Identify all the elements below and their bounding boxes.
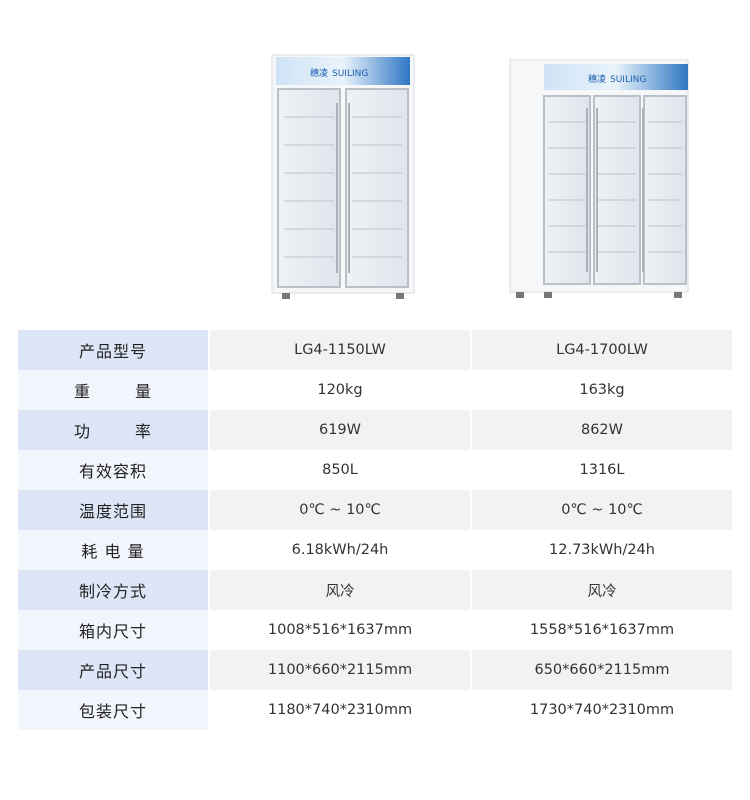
cell-value: 850L [210, 450, 470, 490]
table-row: 耗 电 量 6.18kWh/24h 12.73kWh/24h [18, 530, 732, 570]
row-label: 包装尺寸 [18, 690, 208, 730]
row-label-char: 重 [73, 382, 91, 401]
table-row: 箱内尺寸 1008*516*1637mm 1558*516*1637mm [18, 610, 732, 650]
product-image-lg4-1150lw: 穗凌 SUILING [270, 53, 416, 303]
cell-value: 1316L [472, 450, 732, 490]
cell-value: 650*660*2115mm [472, 650, 732, 690]
table-row: 制冷方式 风冷 风冷 [18, 570, 732, 610]
cell-value: 0℃ ~ 10℃ [210, 490, 470, 530]
cell-value: 619W [210, 410, 470, 450]
cell-value: LG4-1700LW [472, 330, 732, 370]
row-label: 功率 [18, 410, 208, 450]
cell-value: 风冷 [210, 570, 470, 610]
cell-value: 862W [472, 410, 732, 450]
table-row: 重量 120kg 163kg [18, 370, 732, 410]
row-label-char: 率 [135, 422, 153, 441]
product-image-lg4-1700lw: 穗凌 SUILING [508, 58, 690, 302]
row-label-char: 量 [135, 382, 153, 401]
row-label: 温度范围 [18, 490, 208, 530]
cell-value: 6.18kWh/24h [210, 530, 470, 570]
brand-cn: 穗凌 [588, 73, 606, 85]
brand-cn: 穗凌 [310, 67, 328, 79]
row-label: 箱内尺寸 [18, 610, 208, 650]
brand-logo: SUILING [610, 75, 646, 85]
cell-value: 1730*740*2310mm [472, 690, 732, 730]
cell-value: 风冷 [472, 570, 732, 610]
cell-value: 0℃ ~ 10℃ [472, 490, 732, 530]
cell-value: 12.73kWh/24h [472, 530, 732, 570]
cell-value: LG4-1150LW [210, 330, 470, 370]
cell-value: 1008*516*1637mm [210, 610, 470, 650]
row-label-char: 功 [73, 422, 91, 441]
cell-value: 1180*740*2310mm [210, 690, 470, 730]
table-row: 功率 619W 862W [18, 410, 732, 450]
cell-value: 120kg [210, 370, 470, 410]
cell-value: 163kg [472, 370, 732, 410]
row-label: 重量 [18, 370, 208, 410]
row-label: 产品尺寸 [18, 650, 208, 690]
table-row: 产品型号 LG4-1150LW LG4-1700LW [18, 330, 732, 370]
table-row: 有效容积 850L 1316L [18, 450, 732, 490]
row-label: 有效容积 [18, 450, 208, 490]
table-row: 包装尺寸 1180*740*2310mm 1730*740*2310mm [18, 690, 732, 730]
row-label: 耗 电 量 [18, 530, 208, 570]
cell-value: 1100*660*2115mm [210, 650, 470, 690]
table-row: 温度范围 0℃ ~ 10℃ 0℃ ~ 10℃ [18, 490, 732, 530]
row-label: 产品型号 [18, 330, 208, 370]
row-label: 制冷方式 [18, 570, 208, 610]
cell-value: 1558*516*1637mm [472, 610, 732, 650]
spec-table: 产品型号 LG4-1150LW LG4-1700LW 重量 120kg 163k… [18, 330, 732, 730]
table-row: 产品尺寸 1100*660*2115mm 650*660*2115mm [18, 650, 732, 690]
brand-logo: SUILING [332, 69, 368, 79]
